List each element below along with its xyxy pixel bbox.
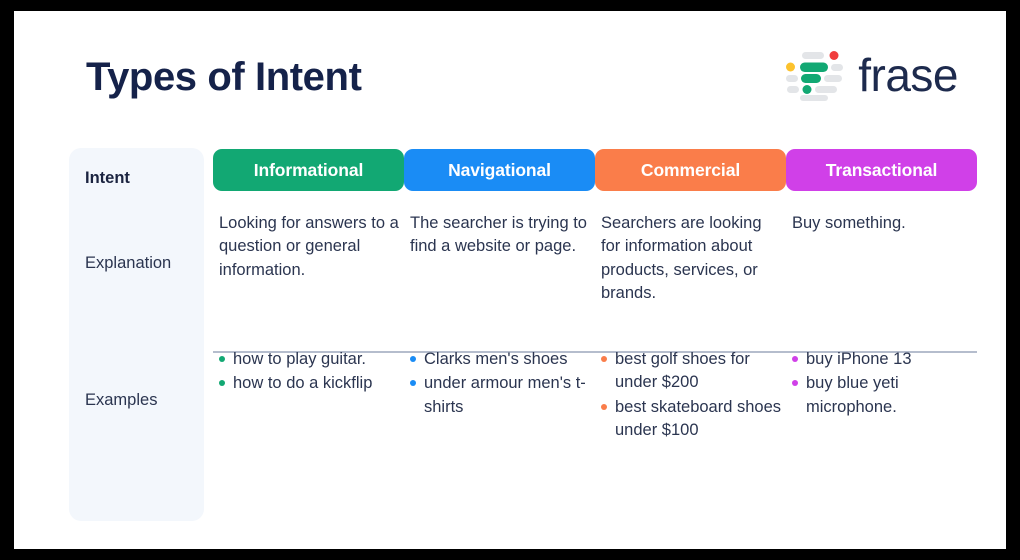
bullet-icon	[792, 380, 798, 387]
explanation-informational: Looking for answers to a question or gen…	[219, 214, 399, 279]
example-text: how to play guitar.	[233, 350, 366, 368]
page-title: Types of Intent	[86, 55, 362, 99]
row-label-examples: Examples	[85, 391, 158, 409]
intent-pill-navigational[interactable]: Navigational	[404, 149, 595, 191]
bullet-icon	[219, 380, 225, 387]
bullet-icon	[601, 403, 607, 410]
example-text: best golf shoes for under $200	[615, 350, 750, 392]
example-item: buy iPhone 13	[792, 348, 974, 371]
examples-informational: how to play guitar. how to do a kickflip	[219, 348, 401, 397]
example-text: Clarks men's shoes	[424, 350, 568, 368]
example-text: buy blue yeti microphone.	[806, 374, 899, 416]
example-item: Clarks men's shoes	[410, 348, 592, 371]
explanation-transactional: Buy something.	[792, 214, 906, 232]
example-item: under armour men's t-shirts	[410, 372, 592, 419]
intent-pill-commercial[interactable]: Commercial	[595, 149, 786, 191]
example-item: buy blue yeti microphone.	[792, 372, 974, 419]
intent-pill-transactional[interactable]: Transactional	[786, 149, 977, 191]
example-text: how to do a kickflip	[233, 374, 373, 393]
example-text: under armour men's t-shirts	[424, 374, 586, 416]
explanation-commercial: Searchers are looking for information ab…	[601, 214, 762, 303]
row-label-explanation: Explanation	[85, 254, 172, 272]
examples-navigational: Clarks men's shoes under armour men's t-s…	[410, 348, 592, 420]
row-label-intent: Intent	[85, 169, 130, 187]
section-divider	[213, 351, 977, 353]
frase-logo-mark-icon	[786, 51, 844, 101]
example-text: buy iPhone 13	[806, 350, 912, 368]
explanation-navigational: The searcher is trying to find a website…	[410, 214, 587, 256]
example-item: best golf shoes for under $200	[601, 348, 783, 395]
bullet-icon	[219, 356, 225, 362]
intent-table: Intent Explanation Examples Informationa…	[69, 148, 984, 523]
example-item: how to play guitar.	[219, 348, 401, 371]
brand-logo: frase	[786, 49, 958, 101]
intent-pill-informational[interactable]: Informational	[213, 149, 404, 191]
bullet-icon	[410, 356, 416, 362]
example-item: best skateboard shoes under $100	[601, 396, 783, 443]
examples-commercial: best golf shoes for under $200 best skate…	[601, 348, 783, 444]
example-text: best skateboard shoes under $100	[615, 397, 782, 440]
infographic-card: Types of Intent frase	[14, 11, 1006, 549]
bullet-icon	[601, 356, 607, 362]
bullet-icon	[410, 380, 416, 387]
bullet-icon	[792, 356, 798, 362]
brand-wordmark: frase	[858, 49, 958, 101]
examples-transactional: buy iPhone 13 buy blue yeti microphone.	[792, 348, 974, 420]
example-item: how to do a kickflip	[219, 372, 401, 395]
row-label-rail: Intent Explanation Examples	[69, 148, 204, 521]
